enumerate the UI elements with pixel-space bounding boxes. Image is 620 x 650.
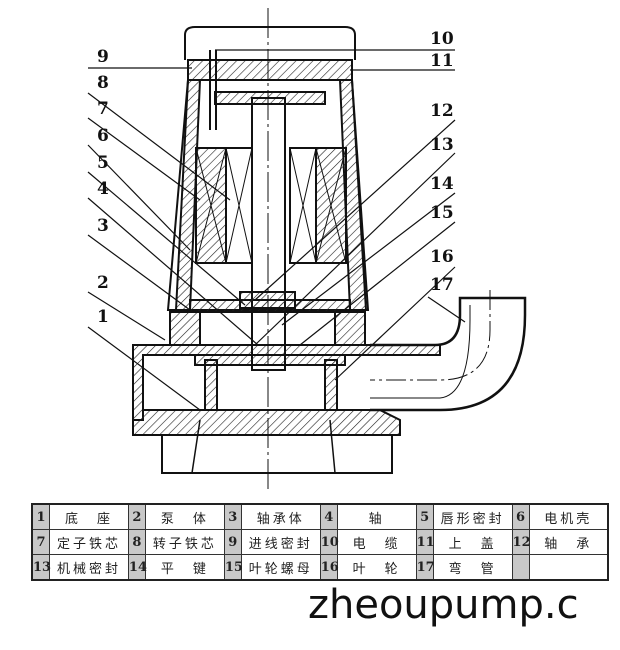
- callouts-left: 9 8 7 6 5 4 3 2 1: [97, 47, 109, 327]
- volute: [132, 409, 401, 436]
- impeller-wall-left: [204, 359, 218, 411]
- callout-13: 13: [430, 135, 454, 155]
- part-number: 16: [319, 554, 339, 581]
- part-number: 12: [511, 529, 531, 555]
- part-number: 13: [31, 554, 51, 581]
- part-number: 4: [319, 503, 338, 530]
- part-number: 1: [31, 503, 50, 530]
- callout-11: 11: [430, 51, 454, 71]
- part-number: 9: [223, 529, 242, 555]
- part-number: 10: [319, 529, 339, 555]
- pump-cross-section-diagram: 9 8 7 6 5 4 3 2 1 10 11 12 13 14 15 16 1…: [87, 8, 527, 492]
- impeller: [194, 354, 346, 366]
- callout-14: 14: [430, 174, 454, 194]
- part-name: 叶轮螺母: [240, 554, 321, 581]
- leader-lines: [87, 49, 466, 411]
- part-name: [528, 554, 609, 581]
- part-name: 泵 体: [144, 503, 225, 530]
- lifting-handle: [184, 26, 356, 60]
- part-number: 6: [511, 503, 530, 530]
- part-number: 7: [31, 529, 50, 555]
- callout-12: 12: [430, 101, 454, 121]
- part-name: 电 缆: [336, 529, 417, 555]
- callout-4: 4: [97, 179, 109, 199]
- callout-1: 1: [97, 307, 109, 327]
- part-number: 17: [415, 554, 435, 581]
- part-name: 转子铁芯: [144, 529, 225, 555]
- callouts-right: 10 11 12 13 14 15 16 17: [430, 29, 454, 295]
- cable: [209, 50, 217, 130]
- callout-3: 3: [97, 216, 109, 236]
- part-name: 唇形密封: [432, 503, 513, 530]
- part-name: 上 盖: [432, 529, 513, 555]
- part-name: 机械密封: [49, 554, 129, 581]
- part-name: 进线密封: [240, 529, 321, 555]
- part-name: 底 座: [49, 503, 129, 530]
- outlet-centerline: [370, 290, 491, 381]
- callout-10: 10: [430, 29, 454, 49]
- part-number: 5: [415, 503, 434, 530]
- part-name: 轴: [336, 503, 417, 530]
- impeller-wall-right: [324, 359, 338, 411]
- callout-9: 9: [97, 47, 109, 67]
- watermark: zheoupump.c: [308, 582, 579, 628]
- part-number: 8: [127, 529, 146, 555]
- callout-17: 17: [430, 275, 454, 295]
- part-number: 14: [127, 554, 147, 581]
- part-name: 轴承体: [240, 503, 321, 530]
- callout-16: 16: [430, 247, 454, 267]
- callout-7: 7: [97, 99, 109, 119]
- base-stand: [161, 435, 393, 474]
- part-name: 叶 轮: [336, 554, 417, 581]
- callout-6: 6: [97, 126, 109, 146]
- part-name: 定子铁芯: [49, 529, 129, 555]
- part-name: 弯 管: [432, 554, 513, 581]
- part-number: 11: [415, 529, 435, 555]
- outlet-elbow: [370, 296, 527, 412]
- callout-8: 8: [97, 73, 109, 93]
- part-name: 轴 承: [528, 529, 609, 555]
- part-number: 15: [223, 554, 243, 581]
- part-name: 电机壳: [528, 503, 609, 530]
- part-number: 3: [223, 503, 242, 530]
- top-cover: [187, 59, 353, 81]
- part-name: 平 键: [144, 554, 225, 581]
- callout-5: 5: [97, 153, 109, 173]
- callout-2: 2: [97, 273, 109, 293]
- part-number: 2: [127, 503, 146, 530]
- part-number: [511, 554, 530, 581]
- callout-15: 15: [430, 203, 454, 223]
